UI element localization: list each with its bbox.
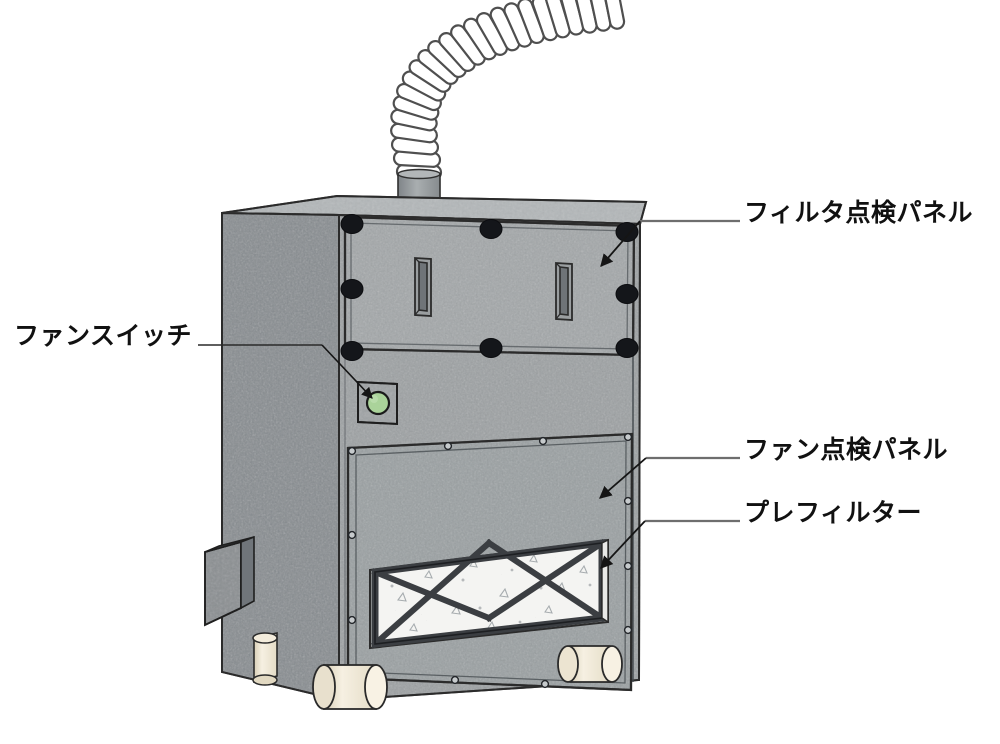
panel-handle[interactable] <box>555 262 573 321</box>
callout-label-filter-inspection-panel: フィルタ点検パネル <box>744 198 974 227</box>
callout-leaders <box>198 219 740 569</box>
pre-filter[interactable] <box>369 538 609 650</box>
panel-handle[interactable] <box>414 257 432 317</box>
callout-label-fan-inspection-panel: ファン点検パネル <box>744 435 949 464</box>
leader-filter-inspection-panel <box>600 219 740 267</box>
duct-collar <box>397 168 441 199</box>
leader-fan-switch <box>198 344 373 399</box>
callout-label-fan-switch: ファンスイッチ <box>14 321 193 350</box>
cabinet-side-face <box>221 211 340 702</box>
side-mounted-box <box>204 535 255 627</box>
caster-wheel <box>312 664 388 710</box>
caster-wheel <box>252 632 278 686</box>
callout-label-pre-filter: プレフィルター <box>744 498 923 527</box>
caster-wheel <box>557 645 623 683</box>
leader-pre-filter <box>600 519 740 569</box>
leader-fan-inspection-panel <box>599 456 740 499</box>
flexible-duct <box>390 0 626 181</box>
panel-knob[interactable] <box>340 214 639 361</box>
filter-inspection-panel[interactable] <box>340 214 639 361</box>
